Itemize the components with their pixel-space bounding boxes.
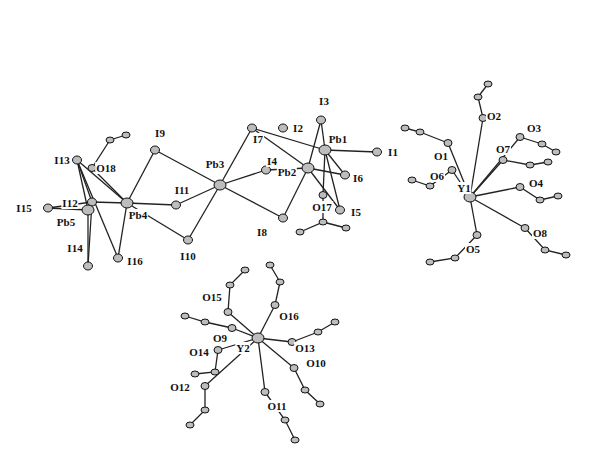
atom-label: I4 [266,155,278,167]
atom-label: O10 [305,357,327,369]
atom-label: I15 [15,202,32,214]
atom-label: O17 [311,201,333,213]
atom-label: O11 [267,400,288,412]
atom-label: O8 [532,227,548,239]
atom-label: O16 [278,310,300,322]
atom-label: O2 [486,110,502,122]
atom-label: O15 [201,291,223,303]
atom-label: Pb1 [328,133,348,145]
atom-label: I16 [126,255,143,267]
atom-label: O4 [528,177,544,189]
carbon-atoms [106,81,570,443]
atom-label: I12 [61,197,78,209]
atom-label: I3 [318,95,330,107]
atom-label: O14 [188,346,210,358]
atom-label: I1 [387,146,399,158]
atom-label: O1 [433,150,449,162]
atom-label: O3 [526,122,542,134]
atom-label: O18 [95,162,117,174]
atom-label: I9 [154,127,166,139]
atom-label: I13 [53,154,70,166]
atom-label: I14 [66,242,83,254]
heavy-atoms [44,115,530,396]
atom-label: Y2 [235,342,250,354]
atom-label: O5 [465,243,481,255]
atom-label: I2 [292,122,304,134]
atom-label: O7 [495,143,511,155]
atom-label: Pb4 [128,209,148,221]
atom-label: I10 [179,250,196,262]
atom-label: Pb5 [56,216,76,228]
atom-label: I11 [174,184,191,196]
atom-label: I8 [256,226,268,238]
atom-label: Pb3 [205,158,225,170]
pb-i-bonds [48,120,377,266]
atom-label: I7 [252,133,264,145]
atom-label: O6 [429,170,445,182]
atom-label: I5 [350,206,362,218]
atom-label: I6 [352,172,364,184]
atom-label: O12 [169,381,191,393]
atom-label: Y1 [456,182,471,194]
atom-label: O13 [294,342,316,354]
atom-label: Pb2 [277,166,297,178]
atom-label: O9 [212,332,228,344]
y-o-bonds [205,118,525,392]
ligand-chains [92,84,566,440]
